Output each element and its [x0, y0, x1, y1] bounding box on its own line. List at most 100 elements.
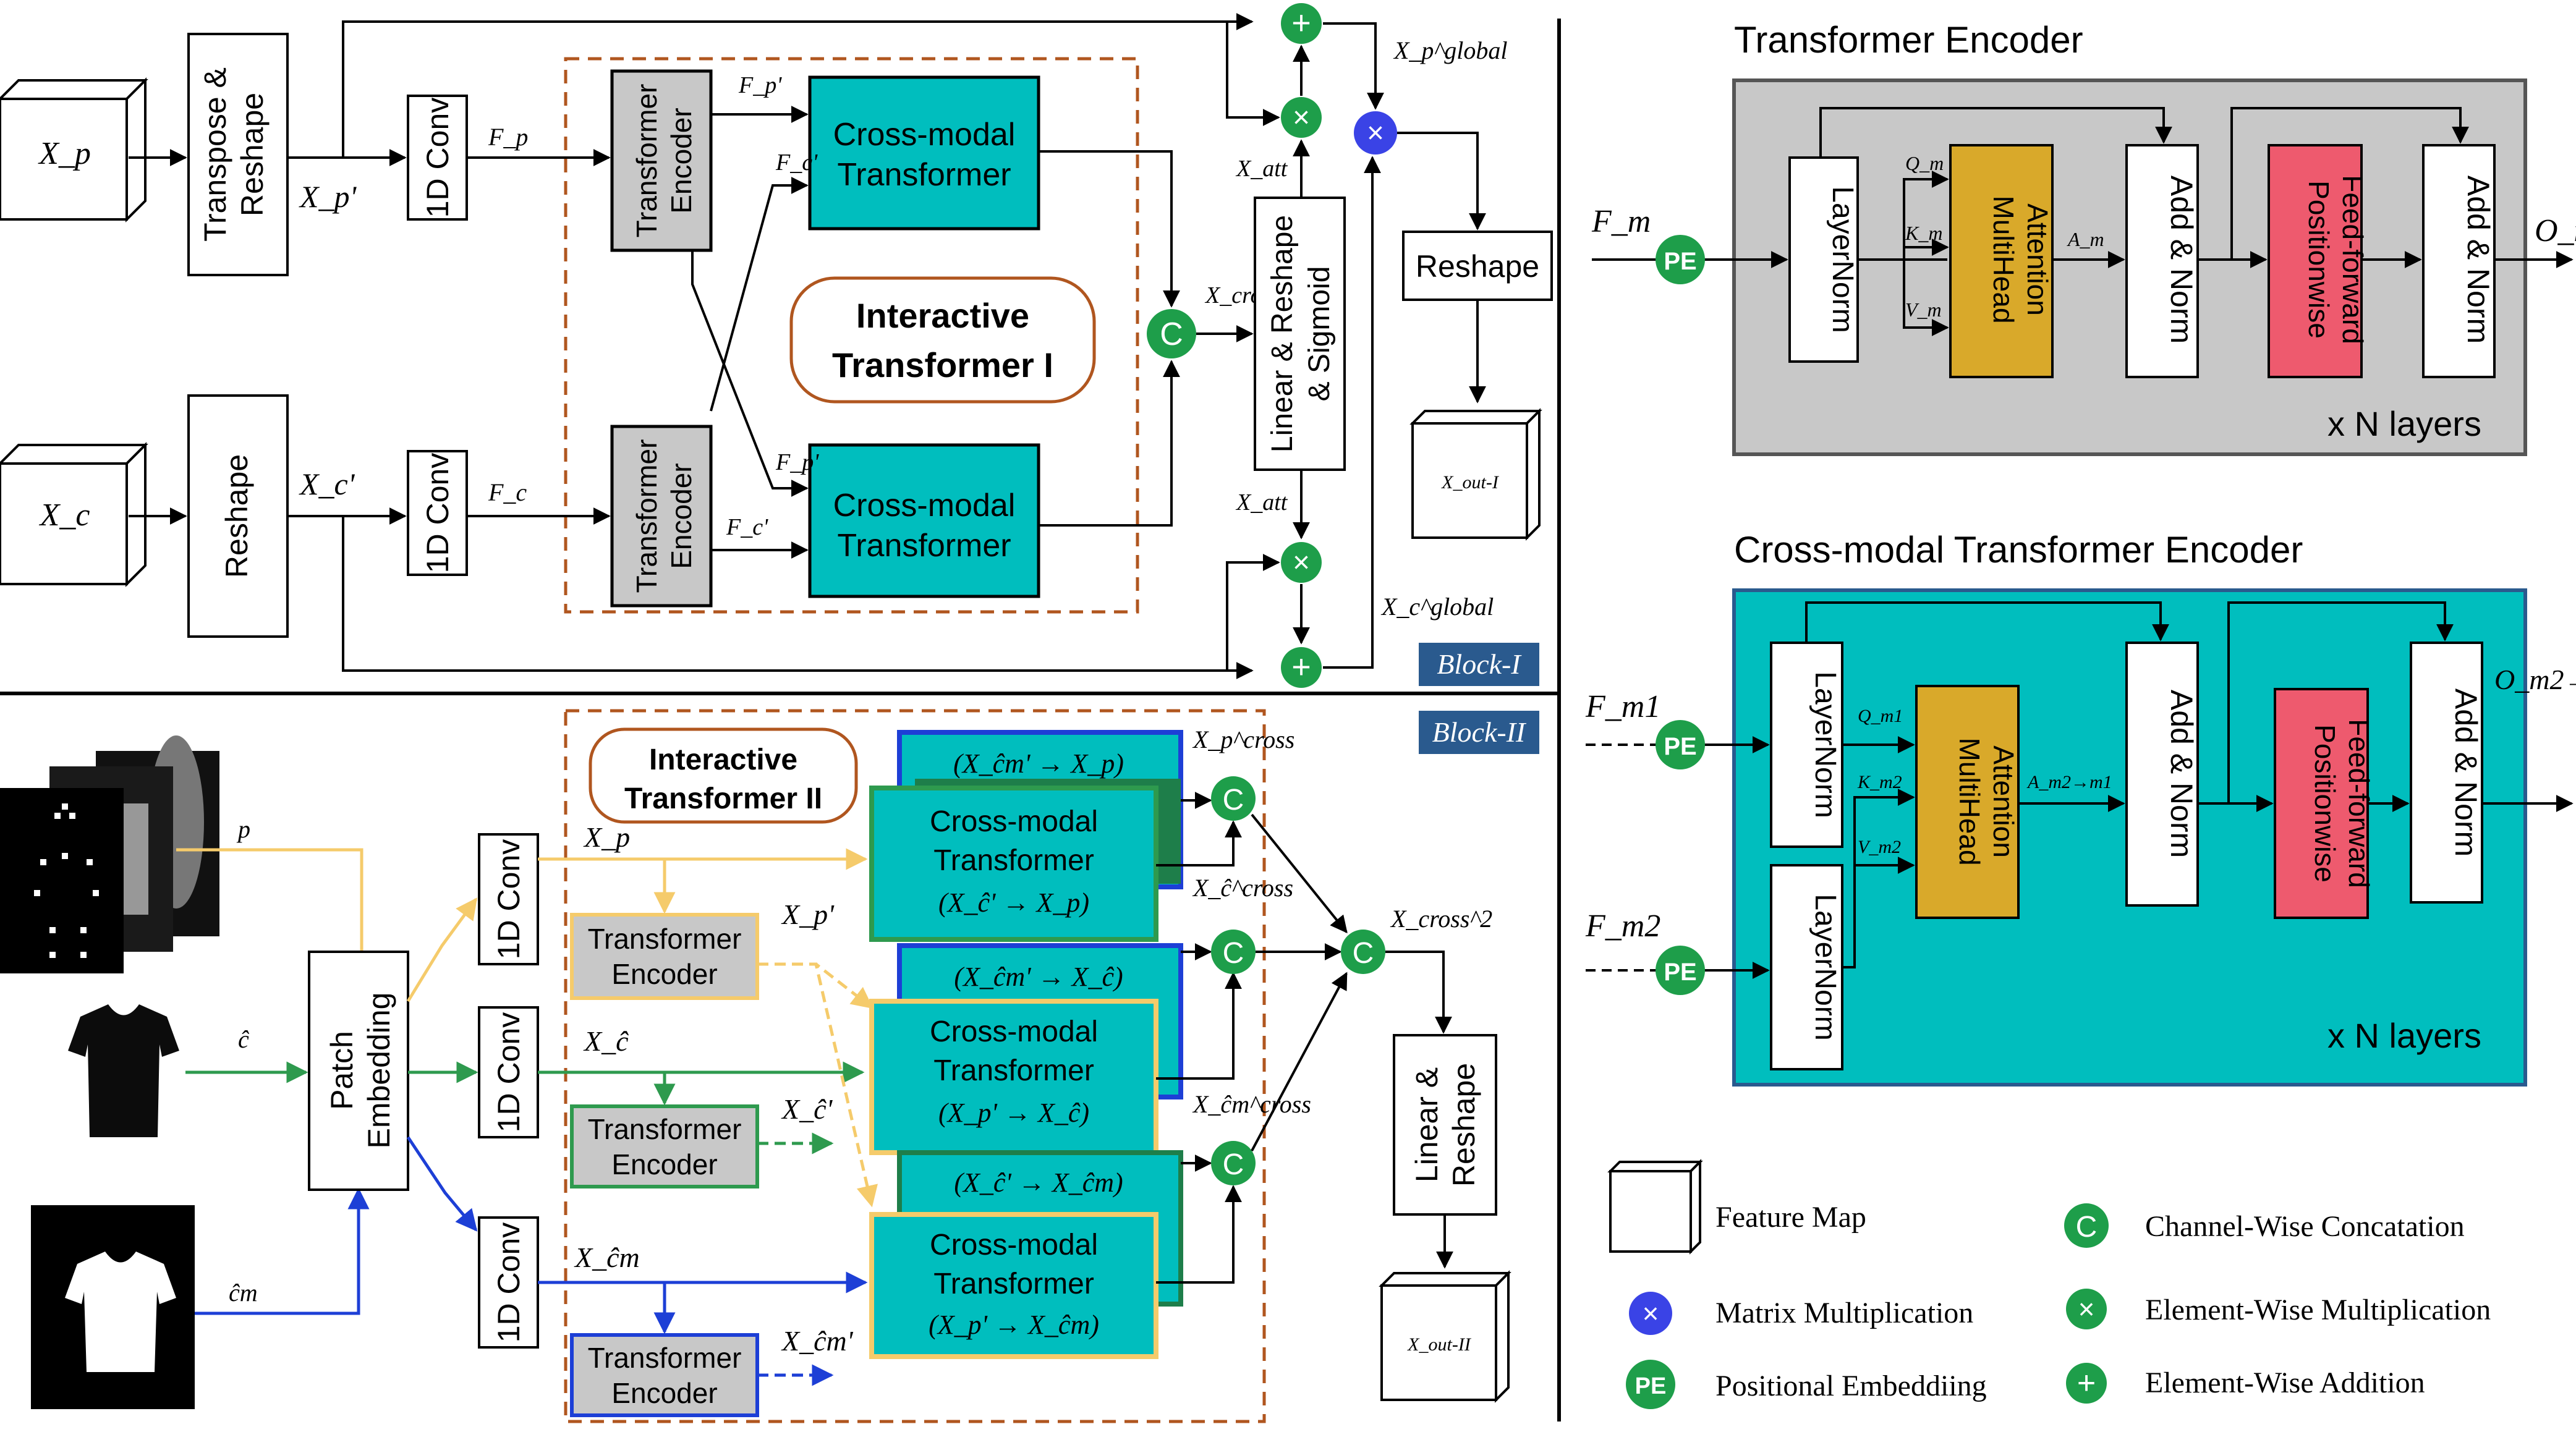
patch-label-2: Embedding: [362, 993, 396, 1149]
te-nlayers: x N layers: [2327, 404, 2481, 443]
legend-elem-mul: Element-Wise Multiplication: [2145, 1294, 2491, 1326]
concat-icon-1: [1147, 309, 1196, 358]
cmte-pe-icon-2: [1656, 946, 1705, 995]
xc-prime-2: X_ĉ': [781, 1093, 833, 1125]
concat-icon-1-glyph: C: [1160, 316, 1183, 352]
te-mha-box: [1949, 144, 2054, 378]
legend-elem-add: Element-Wise Addition: [2145, 1366, 2425, 1399]
transformer-encoder-c: [610, 425, 713, 608]
te-panel-title: Transformer Encoder: [1734, 19, 2083, 61]
fc-prime-2: F_c': [726, 514, 768, 540]
pose-image-stack: [0, 735, 219, 973]
cmte-km2: K_m2: [1857, 772, 1902, 792]
conv-label-p: 1D Conv: [420, 98, 455, 218]
te-c-label-1: Transformer: [631, 439, 663, 593]
elem-add-bot-icon: [1281, 647, 1322, 688]
cm-hat-label: ĉm: [229, 1279, 258, 1307]
cmte-fm2: F_m2: [1585, 909, 1660, 944]
concat-icon-p: [1211, 776, 1256, 821]
te-addnorm-1: [2125, 144, 2199, 378]
legend-matmul-glyph: ×: [1643, 1297, 1659, 1329]
te-c2-label-2: Encoder: [611, 1148, 717, 1180]
legend: Feature Map × Matrix Multiplication PE P…: [1607, 1159, 2491, 1409]
te-km: K_m: [1905, 222, 1942, 244]
concat-icon-p-glyph: C: [1223, 784, 1244, 816]
cmte-pe-icon-1: [1656, 720, 1705, 769]
fp-prime-2: F_p': [775, 449, 819, 475]
legend-concat: Channel-Wise Concatation: [2145, 1210, 2465, 1243]
legend-elem-add-icon: [2066, 1363, 2107, 1404]
te-layernorm-box: [1788, 156, 1859, 363]
elem-mul-bot-glyph: ×: [1293, 546, 1310, 579]
block-2-tag-label: Block-II: [1432, 716, 1527, 748]
cmte-layernorm-2: [1770, 864, 1843, 1070]
elem-mul-bot-icon: [1281, 542, 1322, 583]
te-c2-label-1: Transformer: [588, 1113, 742, 1145]
te-p-label-1: Transformer: [631, 84, 663, 238]
cmt-p-label-a: Cross-modal: [930, 805, 1098, 838]
cmte-mha-label-1: MultiHead: [1953, 737, 1986, 865]
x-att-bot: X_att: [1235, 489, 1288, 515]
cmte-am: A_m2→m1: [2026, 772, 2112, 792]
it2-label-1: Interactive: [649, 744, 797, 776]
cross-modal-transformer-m: [869, 1212, 1158, 1359]
te-layernorm-label: LayerNorm: [1826, 186, 1859, 333]
x-out-2-label: X_out-II: [1407, 1334, 1472, 1355]
te-fm-label: F_m: [1591, 204, 1651, 239]
legend-pe-icon: [1626, 1360, 1675, 1409]
cmte-vm2: V_m2: [1858, 837, 1901, 857]
cmte-addnorm-2: [2410, 642, 2483, 904]
elem-add-bot-glyph: +: [1291, 648, 1311, 685]
c-hat-label: ĉ: [238, 1025, 250, 1053]
legend-feature-map-icon: [1607, 1159, 1703, 1255]
legend-matmul: Matrix Multiplication: [1715, 1297, 1973, 1329]
xc-label: X_c: [39, 498, 90, 533]
cmte-layernorm-1: [1770, 642, 1843, 848]
lrs-label-1: Linear & Reshape: [1266, 215, 1299, 452]
te-om: O_m: [2535, 213, 2576, 248]
reshape-box-c: [187, 394, 289, 638]
cloth-image: [68, 1004, 179, 1137]
cmt-c-label-c: (X_p' → X_ĉ): [938, 1098, 1089, 1128]
elem-add-top-icon: [1281, 3, 1322, 44]
block-2-tag: [1419, 711, 1539, 754]
cmt-p-label-b: Transformer: [933, 844, 1094, 877]
legend-feature-map: Feature Map: [1715, 1201, 1866, 1234]
block-2: Block-II: [0, 709, 1539, 1423]
cmte-ln1-label: LayerNorm: [1809, 671, 1842, 818]
cmte-ff-box: [2274, 688, 2369, 919]
cloth-mask-image: [31, 1205, 195, 1409]
transformer-encoder-p: [610, 69, 713, 252]
cross-modal-transformer-2: [808, 443, 1040, 598]
x-cross-2: X_cross^2: [1390, 905, 1492, 933]
reshape-label-a: Reshape: [235, 93, 270, 216]
xc-cross: X_ĉ^cross: [1192, 874, 1293, 902]
transformer-encoder-panel: Transformer Encoder F_m PE LayerNorm Q_m…: [1591, 19, 2576, 456]
lr-label-2: Reshape: [1447, 1063, 1481, 1187]
x-p-label: X_p: [583, 821, 630, 853]
xm-cross: X_ĉm^cross: [1192, 1090, 1311, 1118]
te-addnorm-1-label: Add & Norm: [2164, 176, 2199, 344]
concat-icon-m-glyph: C: [1223, 1148, 1244, 1181]
matmul-icon: [1354, 111, 1397, 155]
conv-box-c: [407, 450, 468, 576]
block-1: X_p X_c Transpose & Reshape Reshape X_p'…: [0, 3, 1553, 688]
transformer-encoder-c2: [570, 1104, 759, 1188]
conv-label-m2: 1D Conv: [491, 1222, 526, 1343]
cmte-mha-label-2: Attention: [1987, 745, 2020, 858]
linear-reshape-sigmoid-box: [1254, 197, 1346, 471]
xp-prime-2: X_p': [781, 899, 835, 930]
cross-modal-transformer-p: [869, 786, 1158, 942]
legend-elem-mul-icon: [2066, 1289, 2107, 1329]
matmul-glyph: ×: [1367, 117, 1384, 150]
block-1-tag: [1419, 643, 1539, 686]
conv-label-p2: 1D Conv: [491, 839, 526, 960]
xp-prime-label: X_p': [299, 179, 357, 214]
legend-concat-icon: [2064, 1203, 2109, 1248]
cross-modal-transformer-c: [869, 999, 1158, 1155]
te-ff-label-1: Positionwise: [2303, 180, 2335, 339]
fp-label: F_p: [488, 123, 528, 151]
te-p2-label-2: Encoder: [611, 958, 717, 990]
cmt2-label-a: Cross-modal: [833, 488, 1016, 523]
conv-box-m2: [478, 1216, 539, 1349]
